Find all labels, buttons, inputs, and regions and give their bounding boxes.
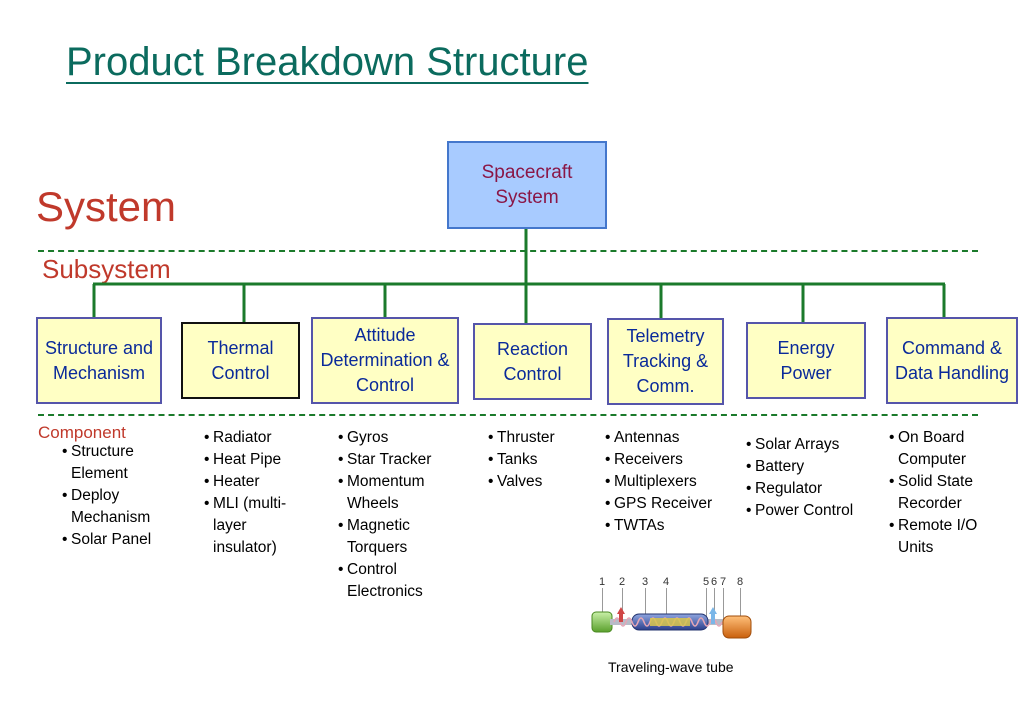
component-item: Structure Element — [62, 441, 166, 485]
twt-label-7: 7 — [720, 576, 726, 588]
component-item: Heat Pipe — [204, 449, 292, 471]
traveling-wave-tube-illustration: 1 2 3 4 5 6 7 8 — [591, 576, 752, 639]
component-list-telemetry: Antennas Receivers Multiplexers GPS Rece… — [605, 427, 735, 537]
component-level-divider — [38, 414, 978, 416]
component-item: Control Electronics — [338, 559, 448, 603]
component-item: Gyros — [338, 427, 448, 449]
page-title: Product Breakdown Structure — [66, 40, 589, 84]
component-list-structure: Structure Element Deploy Mechanism Solar… — [62, 441, 166, 551]
level-label-component: Component — [38, 423, 126, 442]
twt-label-3: 3 — [642, 576, 648, 588]
component-item: Antennas — [605, 427, 735, 449]
subsystem-node-thermal: Thermal Control — [181, 322, 300, 399]
component-item: MLI (multi-layer insulator) — [204, 493, 292, 559]
component-list-energy: Solar Arrays Battery Regulator Power Con… — [746, 434, 874, 522]
subsystem-node-attitude: Attitude Determination & Control — [311, 317, 459, 404]
component-item: Solid State Recorder — [889, 471, 1007, 515]
component-item: Tanks — [488, 449, 578, 471]
subsystem-node-energy: Energy Power — [746, 322, 866, 399]
root-node-spacecraft-system: Spacecraft System — [447, 141, 607, 229]
system-level-divider — [38, 250, 978, 252]
component-item: Radiator — [204, 427, 292, 449]
twt-labels: 1 2 3 4 5 6 7 8 — [599, 576, 743, 588]
component-list-thermal: Radiator Heat Pipe Heater MLI (multi-lay… — [204, 427, 292, 559]
component-item: Solar Arrays — [746, 434, 874, 456]
component-list-reaction: Thruster Tanks Valves — [488, 427, 578, 493]
twt-label-6: 6 — [711, 576, 717, 588]
component-item: Solar Panel — [62, 529, 166, 551]
component-item: Receivers — [605, 449, 735, 471]
component-item: Remote I/O Units — [889, 515, 1007, 559]
component-item: TWTAs — [605, 515, 735, 537]
subsystem-node-structure: Structure and Mechanism — [36, 317, 162, 404]
twt-label-2: 2 — [619, 576, 625, 588]
component-item: Thruster — [488, 427, 578, 449]
level-label-system: System — [36, 183, 177, 230]
component-item: On Board Computer — [889, 427, 1007, 471]
component-list-attitude: Gyros Star Tracker Momentum Wheels Magne… — [338, 427, 448, 603]
component-list-command: On Board Computer Solid State Recorder R… — [889, 427, 1007, 559]
twt-electron-gun — [591, 611, 613, 633]
component-item: Heater — [204, 471, 292, 493]
component-item: Multiplexers — [605, 471, 735, 493]
subsystem-node-telemetry: Telemetry Tracking & Comm. — [607, 318, 724, 405]
subsystem-node-command: Command & Data Handling — [886, 317, 1018, 404]
component-item: Star Tracker — [338, 449, 448, 471]
component-item: Deploy Mechanism — [62, 485, 166, 529]
level-label-subsystem: Subsystem — [42, 254, 171, 284]
component-item: Valves — [488, 471, 578, 493]
twt-collector — [722, 615, 752, 639]
twt-label-5: 5 — [703, 576, 709, 588]
component-item: Momentum Wheels — [338, 471, 448, 515]
component-item: Magnetic Torquers — [338, 515, 448, 559]
component-item: Power Control — [746, 500, 874, 522]
twt-label-8: 8 — [737, 576, 743, 588]
figure-caption: Traveling-wave tube — [608, 659, 734, 675]
twt-label-1: 1 — [599, 576, 605, 588]
component-item: Regulator — [746, 478, 874, 500]
subsystem-node-reaction: Reaction Control — [473, 323, 592, 400]
twt-label-4: 4 — [663, 576, 669, 588]
component-item: Battery — [746, 456, 874, 478]
component-item: GPS Receiver — [605, 493, 735, 515]
